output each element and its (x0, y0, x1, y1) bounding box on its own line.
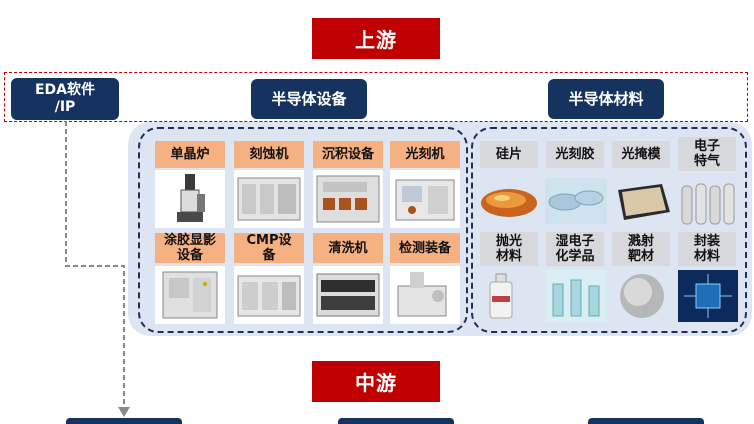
upstream-region-outline (4, 72, 748, 122)
crystal-furnace-icon (155, 170, 225, 228)
upstream-stage-label: 上游 (355, 28, 397, 52)
equipment-label-6: CMP设 备 (234, 233, 304, 263)
silicon-wafer-icon (478, 178, 540, 224)
materials-header-label: 半导体材料 (568, 89, 644, 108)
equipment-label-1: 单晶炉 (155, 141, 225, 168)
etching-machine-icon (234, 170, 304, 228)
material-label-4: 电子 特气 (678, 137, 736, 171)
equipment-label-8: 检测装备 (390, 233, 460, 263)
specialty-gas-icon (678, 176, 738, 226)
equipment-label-7: 清洗机 (313, 233, 383, 263)
cleaning-machine-icon (313, 266, 383, 324)
midstream-box-right (588, 418, 704, 424)
eda-ip-label: EDA软件 /IP (34, 82, 96, 115)
inspection-equipment-icon (390, 266, 460, 324)
material-label-7: 溅射 靶材 (612, 232, 670, 266)
coater-developer-icon (155, 266, 225, 324)
material-label-6: 湿电子 化学品 (546, 232, 604, 266)
equipment-label-5: 涂胶显影 设备 (155, 233, 225, 263)
material-label-5: 抛光 材料 (480, 232, 538, 266)
photoresist-icon (545, 178, 607, 224)
material-label-8: 封装 材料 (678, 232, 736, 266)
sputtering-target-icon (612, 270, 672, 322)
materials-header: 半导体材料 (548, 79, 664, 119)
material-label-2: 光刻胶 (546, 141, 604, 168)
equipment-label-3: 沉积设备 (313, 141, 383, 168)
equipment-label-2: 刻蚀机 (234, 141, 304, 168)
cmp-equipment-icon (234, 266, 304, 324)
equipment-header: 半导体设备 (251, 79, 367, 119)
lithography-machine-icon (390, 170, 460, 228)
material-label-1: 硅片 (480, 141, 538, 168)
wet-chemicals-icon (545, 270, 607, 322)
eda-ip-box: EDA软件 /IP (11, 78, 119, 120)
equipment-header-label: 半导体设备 (271, 89, 347, 108)
polishing-material-icon (478, 270, 540, 322)
midstream-stage-label: 中游 (355, 371, 397, 395)
upstream-stage-banner: 上游 (312, 18, 440, 59)
equipment-label-4: 光刻机 (390, 141, 460, 168)
midstream-box-left (66, 418, 182, 424)
midstream-stage-banner: 中游 (312, 361, 440, 402)
photomask-icon (612, 178, 672, 224)
packaging-material-icon (678, 270, 738, 322)
midstream-box-center (338, 418, 454, 424)
material-label-3: 光掩模 (612, 141, 670, 168)
deposition-equipment-icon (313, 170, 383, 228)
